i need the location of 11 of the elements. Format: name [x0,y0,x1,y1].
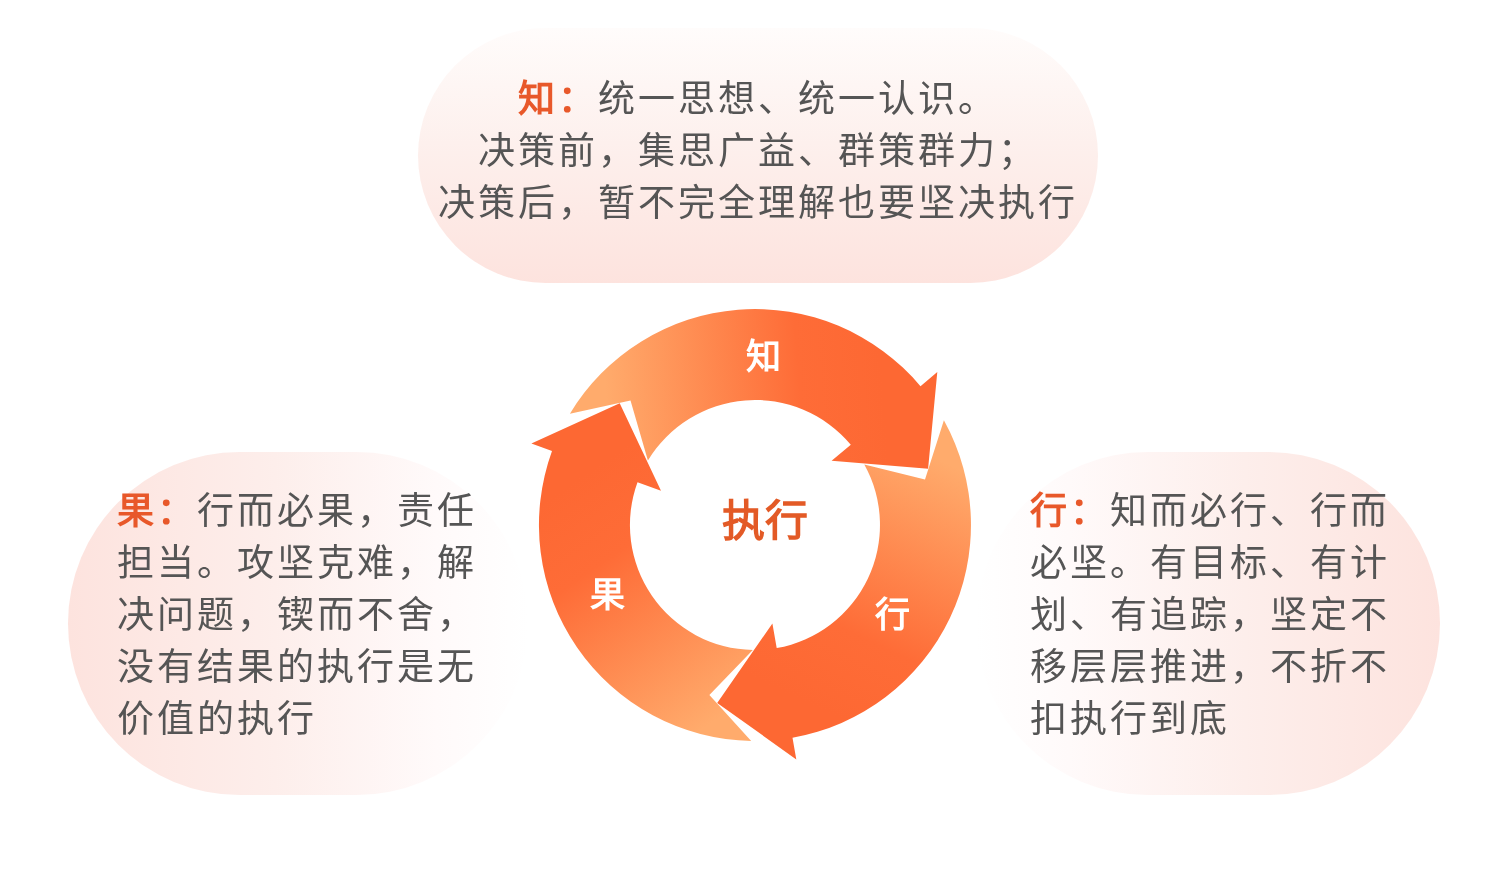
callout-text: 果：行而必果，责任担当。攻坚克难，解决问题，锲而不舍，没有结果的执行是无价值的执行 [117,489,478,743]
cycle-segment [717,420,971,760]
callout-text: 决策前，集思广益、群策群力； [477,129,1039,175]
segment-label: 果 [589,576,625,614]
segment-label: 行 [874,596,910,634]
callout-text: 知：统一思想、统一认识。 [517,77,999,123]
callout-text: 行：知而必行、行而必坚。有目标、有计划、有追踪，坚定不移层层推进，不折不扣执行到底 [1030,489,1391,743]
segment-label: 知 [745,338,781,376]
center-title: 执行 [722,498,808,544]
callout-text: 决策后，暂不完全理解也要坚决执行 [437,181,1079,227]
cycle-segment [569,309,938,469]
